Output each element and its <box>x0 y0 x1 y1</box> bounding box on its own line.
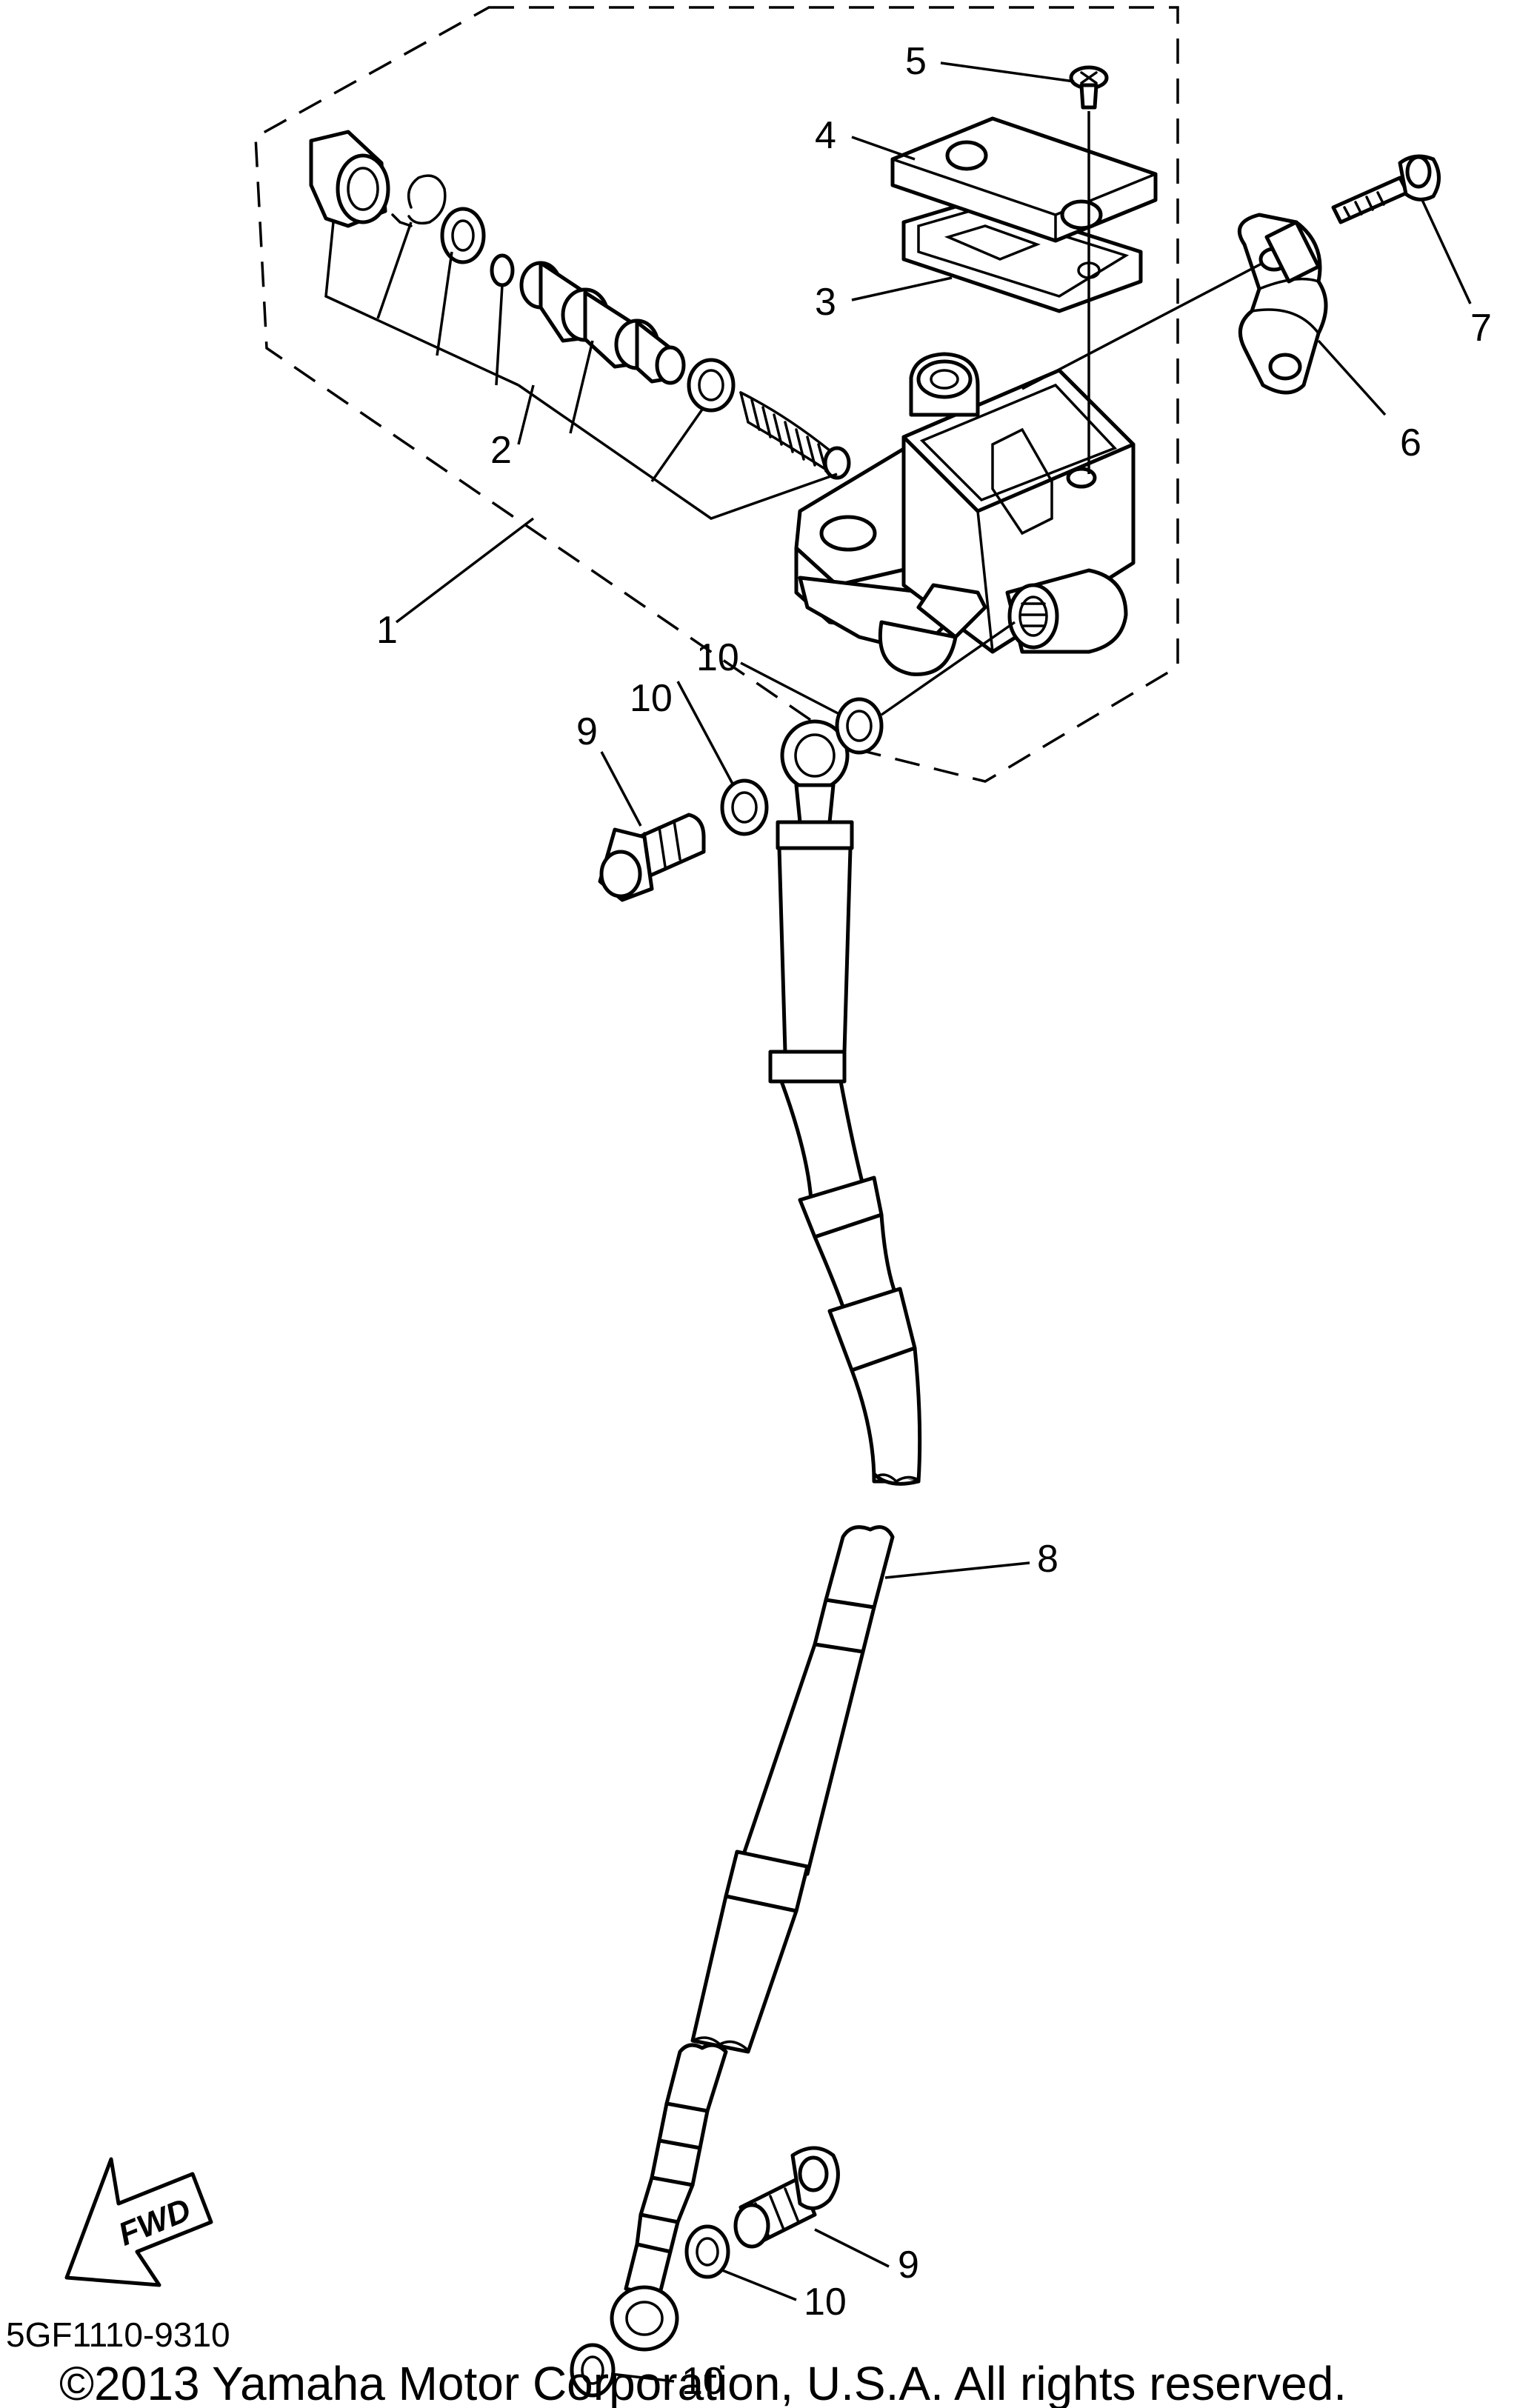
copyright-notice: ©2013 Yamaha Motor Corporation, U.S.A. A… <box>59 2357 1347 2408</box>
callout-2: 2 <box>490 429 512 472</box>
piston-kit-parts <box>309 130 851 520</box>
callout-5: 5 <box>905 40 927 83</box>
callout-9-upper: 9 <box>576 710 598 753</box>
return-spring <box>739 391 851 480</box>
callout-10-upper-right: 10 <box>696 636 739 679</box>
master-cylinder-body <box>794 352 1136 676</box>
union-bolt-lower <box>733 2146 840 2249</box>
callout-1: 1 <box>376 609 398 652</box>
brake-hose-lower <box>610 1525 895 2352</box>
union-bolt-upper <box>598 813 706 902</box>
bolt-axis-line <box>1021 261 1264 390</box>
primary-cup <box>687 358 736 413</box>
cap-screw <box>1069 65 1109 110</box>
callout-4: 4 <box>815 114 836 157</box>
callout-10-lower-left: 10 <box>681 2360 724 2403</box>
reservoir-diaphragm <box>901 198 1143 313</box>
callout-9-lower: 9 <box>898 2244 919 2287</box>
callout-10-upper-left: 10 <box>630 677 673 720</box>
callout-7: 7 <box>1470 307 1492 350</box>
callout-6: 6 <box>1400 421 1421 464</box>
washer-upper-b <box>835 697 884 755</box>
washer-lower-b <box>570 2343 616 2398</box>
master-cylinder-holder <box>1237 213 1328 395</box>
washer-upper-a <box>720 778 769 836</box>
callout-leaders <box>395 61 1472 2383</box>
circlip <box>407 174 447 225</box>
holder-bolt <box>1331 154 1441 224</box>
callout-8: 8 <box>1037 1538 1058 1581</box>
o-ring-small <box>490 253 515 287</box>
callout-labels: 1 2 3 4 5 6 7 8 9 9 10 10 10 10 <box>376 40 1492 2403</box>
brake-hose-upper <box>768 719 922 1486</box>
assembly-boundary <box>254 6 1179 783</box>
callout-10-lower-right: 10 <box>804 2281 847 2324</box>
washer-inner <box>440 207 486 264</box>
fwd-arrow-icon: FWD <box>64 2157 213 2287</box>
washer-lower-a <box>684 2224 730 2279</box>
diagram-code: 5GF1110-9310 <box>6 2315 230 2354</box>
callout-3: 3 <box>815 281 836 324</box>
piston <box>519 261 686 385</box>
